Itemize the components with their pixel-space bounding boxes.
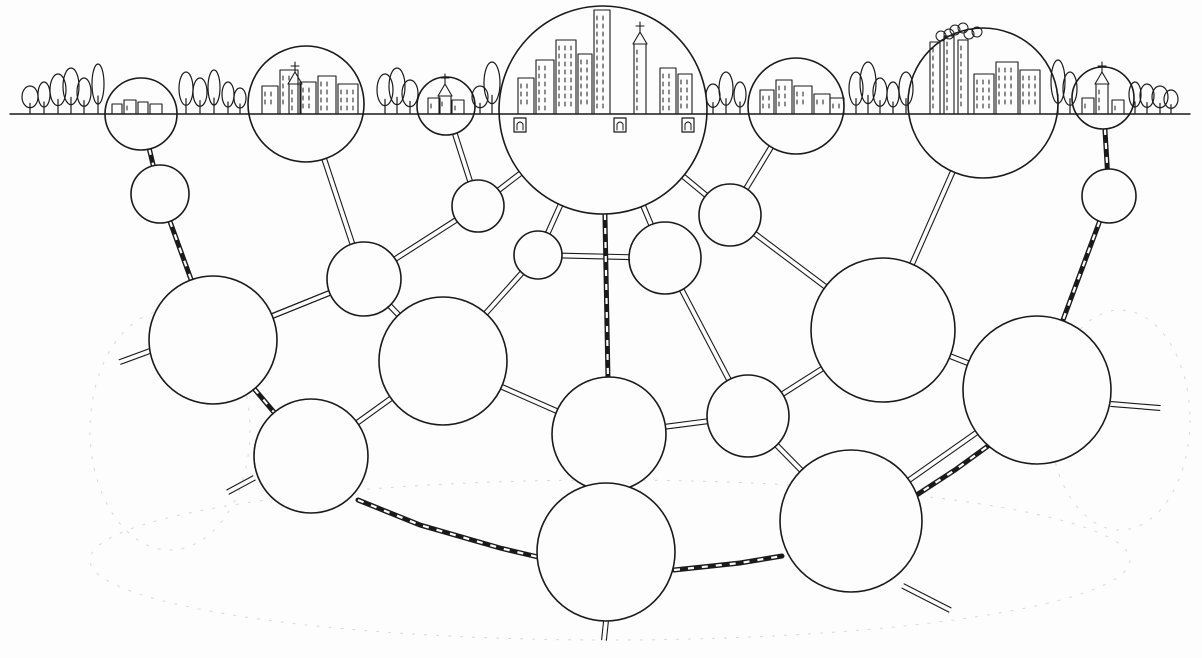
road-link [753, 232, 827, 289]
settlement-circle [699, 184, 761, 246]
settlement-circle [1082, 169, 1136, 223]
settlement-circle [514, 231, 562, 279]
tree-icon [706, 84, 720, 113]
tree-icon [402, 80, 418, 113]
settlement-circle [379, 297, 507, 425]
road-link [271, 291, 330, 319]
road-link [902, 584, 951, 612]
road-link [949, 354, 969, 365]
rail-link [1105, 129, 1107, 169]
settlement-circle [254, 399, 368, 513]
rail-link [1063, 221, 1100, 320]
road-link [775, 444, 803, 472]
road-link [484, 271, 524, 315]
tree-icon [719, 72, 733, 113]
settlement-circle [780, 450, 922, 592]
road-link [641, 205, 653, 226]
tree-icon [234, 88, 246, 113]
tree-icon [92, 64, 104, 113]
tree-icon [38, 82, 50, 113]
road-link [227, 476, 255, 494]
road-link [356, 396, 393, 424]
rail-link [254, 389, 274, 413]
settlement-circle [963, 316, 1111, 464]
tree-icon [484, 62, 500, 113]
settlement-circle [452, 180, 504, 232]
road-link [908, 431, 978, 482]
tree-icon [22, 86, 38, 113]
tree-icon [208, 70, 220, 113]
rail-link [358, 500, 538, 557]
road-link [322, 158, 355, 244]
rail-link [605, 214, 608, 377]
settlement-circle [537, 483, 675, 621]
road-link [562, 253, 629, 259]
settlement-circle [552, 377, 666, 491]
rail-link [149, 149, 153, 166]
rail-link [674, 556, 782, 570]
road-link [682, 174, 708, 197]
settlement-circle [1072, 67, 1134, 129]
tree-icon [222, 82, 234, 113]
road-link [602, 621, 609, 641]
settlement-circle [707, 375, 789, 457]
settlement-circle [131, 165, 189, 223]
rail-link [170, 221, 191, 280]
settlement-circle [149, 276, 277, 404]
settlement-circle [811, 258, 955, 402]
road-link [680, 289, 731, 381]
tree-icon [77, 78, 91, 113]
road-link [501, 385, 558, 414]
tree-icon [1152, 86, 1168, 113]
settlement-circles [105, 6, 1136, 621]
tree-icon [193, 78, 207, 113]
tree-icon [887, 82, 899, 113]
tree-icon [179, 72, 193, 113]
tree-icon [873, 78, 887, 113]
road-link [1111, 402, 1160, 411]
road-link [910, 171, 955, 265]
road-link [497, 171, 522, 192]
tree-icon [734, 82, 746, 113]
tree-icon [1164, 90, 1178, 113]
road-link [781, 367, 823, 396]
road-link [271, 291, 330, 319]
road-link [453, 133, 473, 182]
settlement-circle [327, 242, 401, 316]
road-link [665, 419, 707, 429]
road-link [119, 349, 151, 365]
road-link [744, 146, 773, 190]
settlement-circle [629, 222, 701, 294]
road-link [394, 218, 458, 261]
tree-icon [377, 74, 393, 113]
road-link [546, 204, 563, 234]
